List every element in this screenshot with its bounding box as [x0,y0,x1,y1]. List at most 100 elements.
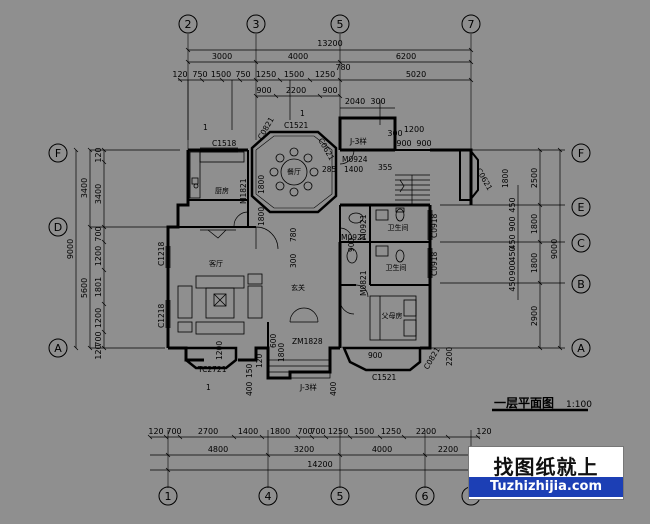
dim-right-fine: 450 [508,246,517,261]
label-1800c: 1800 [277,343,286,362]
label-c0621-a: C0621 [316,137,336,163]
label-m0924: M0924 [342,155,368,164]
label-m0921: M0921 [341,233,367,242]
dim-right-fine: 900 [508,216,517,231]
dim-left-fine: 120 [94,344,103,359]
dim-right-mid: 2500 [530,168,539,188]
axis-top-5: 5 [337,18,344,31]
label-2200: 2200 [445,347,454,366]
dim-left-mid: 5600 [80,278,89,298]
dim-bot-r1: 2200 [416,427,436,436]
axis-right-e: E [578,201,585,214]
label-285: 285 [322,165,337,174]
label-900: 900 [368,351,383,360]
dim-left-fine: 3400 [94,184,103,204]
dim-right-mid: 1800 [530,253,539,273]
dim-left-fine: 1200 [94,246,103,266]
axis-bubble-top-1 [178,14,198,34]
label-tc2721: TC2721 [197,365,227,374]
dim-top-small: 2040 [345,97,365,106]
room-dining: 餐厅 [287,167,301,176]
dim-bot-r2: 4000 [372,445,392,454]
dim-top-r2: 1500 [284,70,304,79]
axis-top-3: 3 [253,18,260,31]
dim-bot-r1: 120 [148,427,163,436]
label-c1521-bot: C1521 [372,373,397,382]
dim-right-total: 9000 [550,239,559,259]
label-j3b: J-3样 [299,382,317,392]
label-600: 600 [269,333,278,348]
room-kitchen: 厨房 [215,186,229,195]
room-bath-1: 卫生间 [388,223,409,232]
label-c1518: C1518 [212,139,237,148]
axis-top-7: 7 [468,18,475,31]
dim-bot-r2: 2200 [438,445,458,454]
drawing-scale: 1:100 [566,400,592,410]
axis-top-2: 2 [185,18,192,31]
dim-top-r2: 5020 [406,70,426,79]
label-300: 300 [289,253,298,268]
label-one: 1 [203,123,208,132]
label-900b: 900 [347,237,356,252]
label-1800b: 1800 [257,207,266,226]
label-1400: 1400 [344,165,363,174]
dim-top-r2: 1250 [256,70,276,79]
label-j3: J-3样 [349,136,367,146]
dim-left-mid: 3400 [80,178,89,198]
dim-top-small: 780 [335,63,350,72]
dim-bot-r2: 4800 [208,445,228,454]
dim-left-fine: 700 [94,331,103,346]
dim-right-fine: 900 [508,260,517,275]
dim-right-fine: 450 [508,234,517,249]
dim-top-small: 1200 [404,125,424,134]
dim-top-r3: 900 [256,86,271,95]
drawing-title: 一层平面图 [494,396,554,410]
label-c1218-b: C1218 [157,303,166,328]
dim-right-fine: 450 [508,197,517,212]
dim-bot-r2: 3200 [294,445,314,454]
label-1800: 1800 [257,175,266,194]
axis-left-a: A [54,342,62,355]
axis-bottom-4: 4 [265,490,272,503]
dim-top-r1: 3000 [212,52,232,61]
label-400: 400 [245,381,254,396]
label-m1821: M1821 [239,178,248,204]
dim-top-r2: 1250 [315,70,335,79]
axis-bottom-5: 5 [337,490,344,503]
dim-bot-r1: 1400 [238,427,258,436]
label-m0921b: M0921 [359,214,368,240]
dim-top-r2: 750 [235,70,250,79]
axis-left-f: F [55,147,61,160]
dim-bot-r1: 1500 [354,427,374,436]
dim-bot-r1: 1250 [328,427,348,436]
label-zm1828: ZM1828 [292,337,323,346]
dim-bot-r1: 1250 [381,427,401,436]
axis-right-f: F [578,147,584,160]
dim-left-fine: 1801 [94,277,103,297]
dim-top-r2: 120 [172,70,187,79]
label-355: 355 [378,163,393,172]
dim-bot-r1: 2700 [198,427,218,436]
dim-top-r1: 6200 [396,52,416,61]
dim-top-r3: 900 [322,86,337,95]
label-one-c: 1 [300,109,305,118]
watermark-logo: 找图纸就上 Tuzhizhijia.com [468,446,624,500]
dim-top-small: 300 [387,129,402,138]
label-c1218-a: C1218 [157,241,166,266]
room-bedroom: 父母房 [382,311,403,320]
dim-bot-r1: 120 [476,427,491,436]
label-c0918-a: C0918 [430,213,439,238]
label-1200: 1200 [215,341,224,360]
dim-bot-r1: 700 [310,427,325,436]
label-c1521-top: C1521 [284,121,309,130]
axis-right-b: B [577,278,585,291]
label-120: 120 [255,353,264,368]
dim-right-mid: 1800 [530,214,539,234]
label-one-b: 1 [206,383,211,392]
dim-top-r2: 750 [192,70,207,79]
axis-bottom-1: 1 [165,490,172,503]
label-400b: 400 [329,381,338,396]
dim-right-mid: 2900 [530,306,539,326]
